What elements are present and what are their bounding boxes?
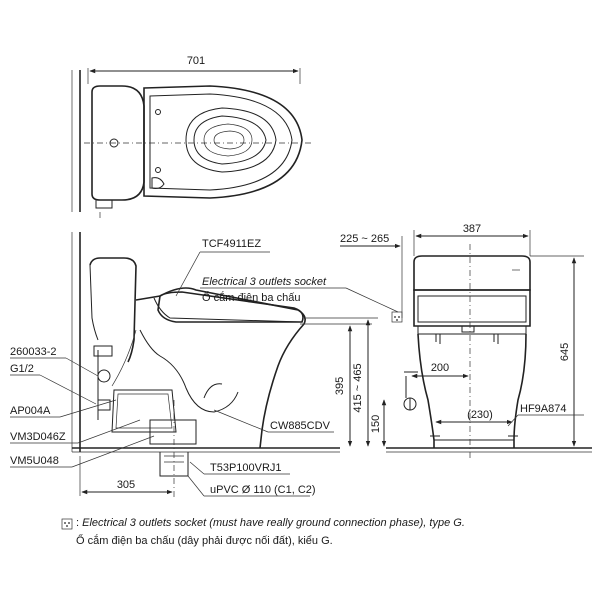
- label-part-ap004a: AP004A: [10, 405, 51, 417]
- dim-front-height: 645: [559, 343, 571, 361]
- label-part-g12: G1/2: [10, 363, 34, 375]
- dim-side-height: 395: [334, 377, 346, 395]
- front-view: 225 ~ 265 387 645 200: [340, 223, 592, 458]
- label-bowl: CW885CDV: [270, 420, 331, 432]
- label-pipe: uPVC Ø 110 (C1, C2): [210, 484, 316, 496]
- top-view: 701: [71, 55, 312, 218]
- dim-front-width: 387: [463, 223, 481, 235]
- dim-rough-in: 305: [117, 479, 135, 491]
- dim-front-200: 200: [431, 362, 449, 374]
- dim-front-range: 225 ~ 265: [340, 233, 389, 245]
- dim-front-230: (230): [467, 409, 493, 421]
- dim-side-range: 415 ~ 465: [352, 363, 364, 412]
- label-part-260033: 260033-2: [10, 346, 57, 358]
- side-view: 305 395 415 ~ 465 150 TCF4911EZ Electric…: [10, 232, 399, 500]
- label-flange: T53P100VRJ1: [210, 462, 282, 474]
- dim-side-150: 150: [370, 415, 382, 433]
- note-socket-symbol: [61, 518, 73, 530]
- label-part-vm3d046z: VM3D046Z: [10, 431, 66, 443]
- label-seat: TCF4911EZ: [202, 238, 261, 250]
- note-line-en: : Electrical 3 outlets socket (must have…: [76, 517, 465, 529]
- label-socket-en: Electrical 3 outlets socket: [202, 276, 327, 288]
- dim-top-width: 701: [187, 55, 205, 67]
- note-line-vn: Ổ cắm điện ba chấu (dây phải được nối đấ…: [76, 535, 333, 547]
- label-part-vm5u048: VM5U048: [10, 455, 59, 467]
- label-socket-vn: Ổ cắm điện ba chấu: [202, 291, 300, 304]
- label-front-part: HF9A874: [520, 403, 566, 415]
